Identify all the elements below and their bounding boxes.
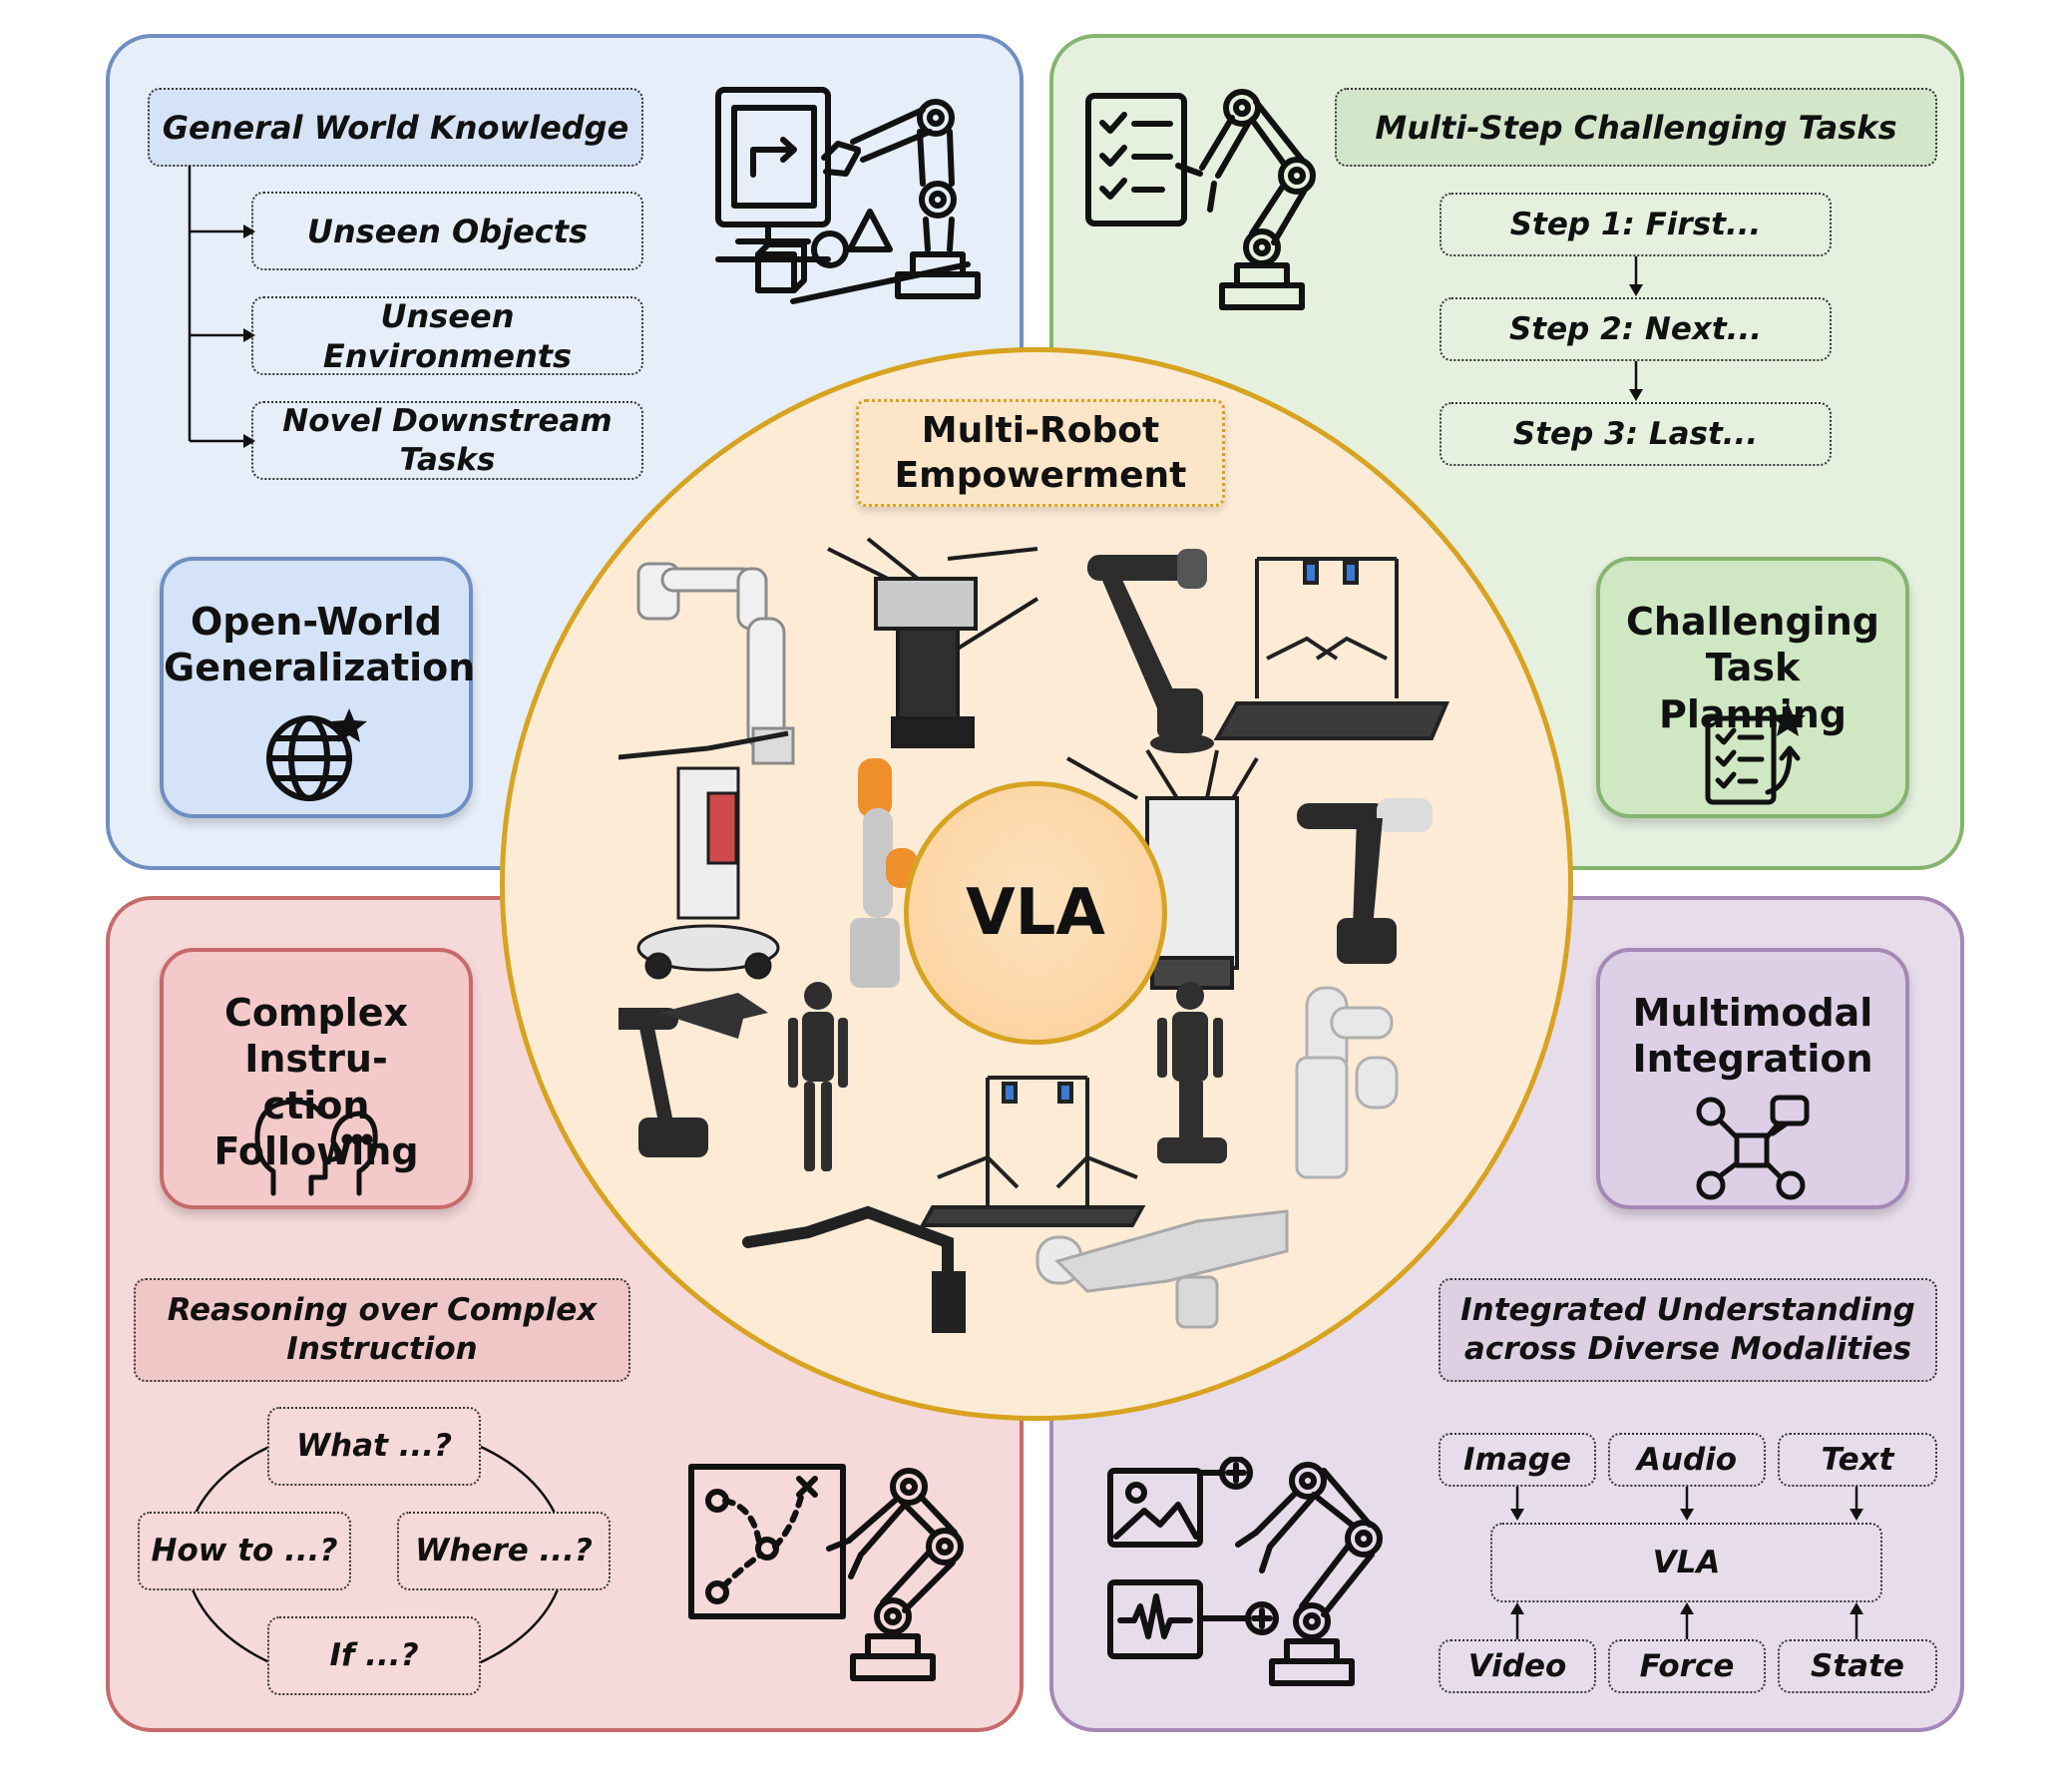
open-world-generalization-card: Open-World Generalization xyxy=(160,557,476,818)
unseen-objects-item: Unseen Objects xyxy=(251,192,643,270)
robot-gallery xyxy=(618,537,1450,1333)
network-nodes-icon xyxy=(1696,1095,1810,1200)
dual-arm-gantry xyxy=(919,1076,1146,1227)
robot-arm-computer-icon xyxy=(715,87,981,304)
question-what: What ...? xyxy=(267,1407,481,1486)
step-2-item: Step 2: Next... xyxy=(1440,297,1832,361)
general-world-knowledge-header: General World Knowledge xyxy=(148,88,643,167)
multimodal-vla-core: VLA xyxy=(1490,1523,1882,1602)
robot-arm-media-icon xyxy=(1107,1457,1383,1686)
multi-step-tasks-header: Multi-Step Challenging Tasks xyxy=(1335,88,1937,167)
step-1-item: Step 1: First... xyxy=(1440,193,1832,256)
tree-connector xyxy=(188,166,255,448)
robot-arm-checklist-icon xyxy=(1085,89,1316,310)
dual-arm-mobile-platform xyxy=(827,537,1039,748)
modality-video: Video xyxy=(1439,1639,1596,1693)
unseen-environments-item: Unseen Environments xyxy=(251,296,643,375)
kinova-arm xyxy=(1035,1209,1289,1329)
question-if: If ...? xyxy=(267,1616,481,1695)
challenging-task-planning-card: Challenging Task Planning xyxy=(1596,557,1909,818)
modality-audio: Audio xyxy=(1608,1433,1766,1487)
robot-arm-gripper-black xyxy=(1297,798,1433,964)
question-how-to: How to ...? xyxy=(138,1512,351,1590)
complex-instruction-card: Complex Instru- ction Following xyxy=(160,948,473,1209)
multimodal-card-title: Multimodal Integration xyxy=(1632,991,1873,1082)
robot-arm-orange xyxy=(850,758,918,988)
question-where: Where ...? xyxy=(397,1512,611,1590)
robot-arm-map-icon xyxy=(688,1464,964,1681)
wheeled-humanoid xyxy=(1157,982,1227,1163)
checklist-star-icon xyxy=(1705,702,1806,805)
long-arm-black xyxy=(742,1205,966,1333)
multimodal-integration-card: Multimodal Integration xyxy=(1596,948,1909,1209)
modality-text: Text xyxy=(1778,1433,1937,1487)
step-3-item: Step 3: Last... xyxy=(1440,402,1832,466)
robot-arm-light xyxy=(1295,986,1399,1179)
head-speech-icon xyxy=(254,1099,378,1196)
humanoid-robot xyxy=(788,982,848,1171)
vla-center: VLA xyxy=(904,781,1167,1045)
multi-robot-empowerment-label: Multi-Robot Empowerment xyxy=(856,399,1225,507)
modality-state: State xyxy=(1778,1639,1937,1693)
robot-arm-black xyxy=(1087,549,1214,753)
dual-arm-table-rig xyxy=(1213,557,1450,740)
step-arrows xyxy=(1629,256,1643,401)
integrated-understanding-header: Integrated Understanding across Diverse … xyxy=(1439,1278,1937,1382)
robot-arm-white xyxy=(636,562,795,765)
reasoning-header: Reasoning over Complex Instruction xyxy=(134,1278,630,1382)
modality-image: Image xyxy=(1439,1433,1596,1487)
task-planning-card-title: Challenging Task Planning xyxy=(1626,600,1879,736)
mobile-manipulator-white xyxy=(618,730,789,980)
modality-force: Force xyxy=(1608,1639,1766,1693)
modality-arrows xyxy=(1510,1487,1863,1639)
robot-arm-dark xyxy=(618,993,768,1157)
novel-downstream-tasks-item: Novel Downstream Tasks xyxy=(251,401,643,480)
open-world-card-title: Open-World Generalization xyxy=(164,600,476,690)
globe-star-icon xyxy=(266,708,367,801)
